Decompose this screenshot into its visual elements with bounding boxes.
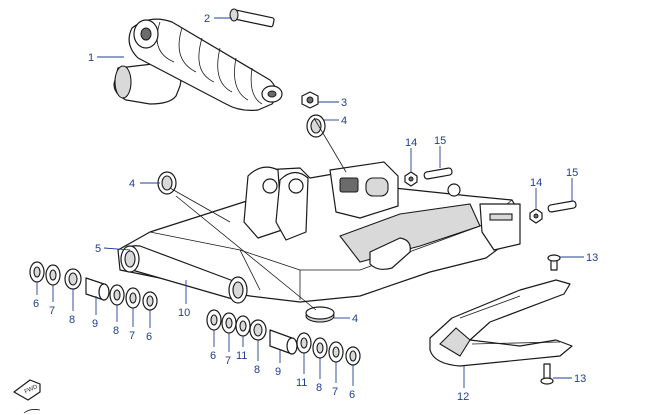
callout-part-4-cap: 4	[352, 313, 358, 325]
callout-part-8-right-inner: 8	[254, 364, 260, 376]
callout-part-4-shock: 4	[341, 115, 347, 127]
callout-part-4-pivot-left: 4	[129, 178, 135, 190]
callout-part-10: 10	[178, 307, 190, 319]
callout-part-12: 12	[457, 391, 469, 403]
callout-part-13-upper: 13	[586, 252, 598, 264]
upper-mount-bolt	[229, 8, 275, 28]
pivot-dust-seal-left	[157, 171, 177, 195]
slider-bolt-upper	[547, 254, 561, 271]
callout-part-6-left-outer: 6	[33, 298, 39, 310]
adjuster-pin-right	[547, 200, 577, 213]
shock-dust-seal	[306, 114, 326, 138]
callout-part-7-right-outer: 7	[332, 386, 338, 398]
forward-direction-arrow-icon: FWD	[13, 379, 41, 401]
left-bearing-stack	[29, 261, 158, 311]
callout-part-11-right-outer: 11	[296, 377, 307, 389]
forward-direction-label: FWD	[24, 384, 40, 395]
callout-part-11-right-inner: 11	[236, 350, 247, 362]
callout-part-7-left-inner: 7	[129, 330, 135, 342]
callout-part-15-left: 15	[434, 135, 446, 147]
right-bearing-stack	[206, 309, 361, 366]
callout-part-8-left-inner: 8	[113, 325, 119, 337]
page-corner-mark	[23, 409, 41, 414]
callout-part-5: 5	[95, 243, 101, 255]
slider-bolt-lower	[540, 363, 554, 385]
callout-part-7-right-inner: 7	[225, 355, 231, 367]
adjuster-nut-right	[529, 208, 543, 224]
callout-part-8-left-outer: 8	[69, 314, 75, 326]
swingarm	[117, 161, 521, 304]
callout-part-1: 1	[88, 52, 94, 64]
callout-part-7-left-outer: 7	[49, 305, 55, 317]
callout-part-13-lower: 13	[574, 373, 586, 385]
callout-part-6-right-inner: 6	[210, 350, 216, 362]
adjuster-pin-left	[423, 167, 453, 180]
lower-mount-nut	[301, 91, 319, 109]
callout-part-3: 3	[341, 97, 347, 109]
callout-part-9-right: 9	[275, 366, 281, 378]
explode-lines	[169, 117, 347, 311]
callout-leaders	[36, 17, 584, 388]
pivot-cap	[305, 306, 335, 323]
rear-shock-absorber	[113, 18, 283, 111]
callout-part-14-right: 14	[530, 177, 542, 189]
callout-part-6-right-outer: 6	[349, 389, 355, 401]
callout-part-15-right: 15	[566, 167, 578, 179]
callout-part-8-right-outer: 8	[316, 382, 322, 394]
callout-labels: 1 2 3 4 4 4 5 6 7 8 9 8 7 6 10 6 7 11 8 …	[33, 13, 598, 403]
adjuster-nut-left	[404, 171, 418, 187]
callout-part-2: 2	[204, 13, 210, 25]
chain-slider	[429, 279, 573, 367]
callout-part-6-left-inner: 6	[146, 331, 152, 343]
callout-part-14-left: 14	[405, 137, 417, 149]
callout-part-9-left: 9	[92, 318, 98, 330]
